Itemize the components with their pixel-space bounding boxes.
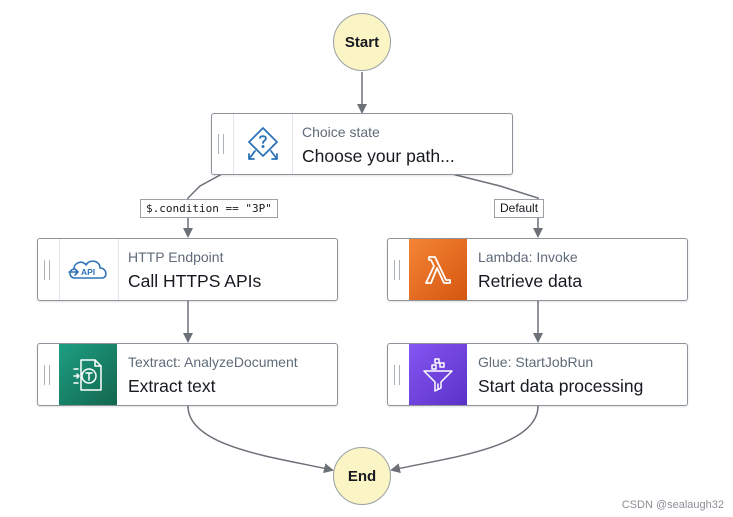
lambda-icon: [425, 255, 451, 284]
lambda-invoke-node[interactable]: Lambda: Invoke Retrieve data: [387, 238, 688, 301]
http-icon-tile: API: [59, 239, 119, 300]
condition-edge-label[interactable]: $.condition == "3P": [140, 199, 278, 218]
start-node[interactable]: Start: [333, 13, 391, 71]
lambda-title: Retrieve data: [478, 271, 583, 291]
glue-startjobrun-node[interactable]: Glue: StartJobRun Start data processing: [387, 343, 688, 406]
lambda-type-label: Lambda: Invoke: [478, 249, 578, 265]
drag-handle[interactable]: [44, 259, 50, 280]
http-title: Call HTTPS APIs: [128, 271, 262, 291]
drag-handle[interactable]: [218, 134, 224, 154]
glue-icon-tile: [409, 344, 467, 405]
edge-textract-to-end: [187, 405, 334, 474]
textract-title: Extract text: [128, 376, 216, 396]
watermark: CSDN @sealaugh32: [621, 499, 724, 511]
end-node[interactable]: End: [333, 447, 391, 505]
start-label: Start: [344, 33, 380, 51]
drag-handle[interactable]: [44, 364, 50, 385]
http-type-label: HTTP Endpoint: [128, 249, 224, 265]
svg-text:API: API: [81, 267, 95, 277]
end-label: End: [347, 467, 377, 485]
textract-icon-tile: [59, 344, 117, 405]
choice-title: Choose your path...: [302, 146, 455, 166]
http-endpoint-node[interactable]: API HTTP Endpoint Call HTTPS APIs: [37, 238, 338, 301]
edge-glue-to-end: [390, 405, 539, 474]
choice-diamond-icon: [248, 127, 278, 160]
glue-type-label: Glue: StartJobRun: [478, 354, 594, 370]
choice-state-node[interactable]: Choice state Choose your path...: [211, 113, 513, 175]
choice-type-label: Choice state: [302, 124, 380, 140]
api-cloud-icon: API: [68, 259, 107, 279]
default-edge-label[interactable]: Default: [494, 199, 545, 218]
textract-node[interactable]: Textract: AnalyzeDocument Extract text: [37, 343, 338, 406]
glue-icon: [423, 357, 453, 392]
textract-icon: [73, 358, 102, 391]
glue-title: Start data processing: [478, 376, 644, 396]
drag-handle[interactable]: [394, 364, 400, 385]
lambda-icon-tile: [409, 239, 467, 300]
textract-type-label: Textract: AnalyzeDocument: [128, 354, 298, 370]
drag-handle[interactable]: [394, 259, 400, 280]
choice-icon-tile: [233, 114, 293, 174]
